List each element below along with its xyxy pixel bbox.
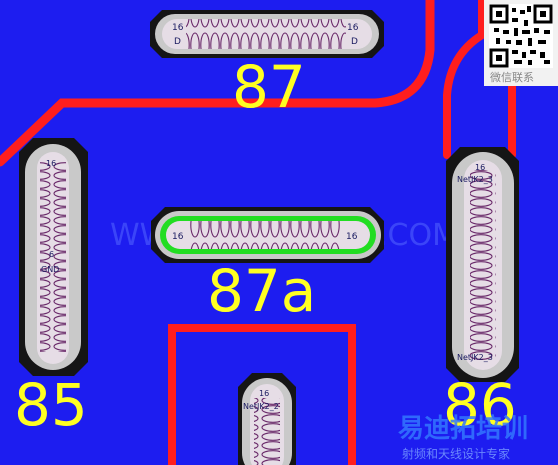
- connector-87-coils: [186, 19, 346, 49]
- pad-label: 16: [346, 232, 358, 242]
- qr-caption: 微信联系: [490, 70, 534, 84]
- pad-label: 16: [172, 23, 184, 33]
- pad-label: GND: [41, 265, 59, 274]
- qr-modules: [494, 6, 550, 65]
- connector-bottom-coils: [254, 398, 280, 465]
- connector-87a-coils: [190, 221, 340, 249]
- designator-87[interactable]: 87: [232, 53, 306, 121]
- qr-finder-icon: [489, 48, 509, 68]
- pad-label: D: [351, 37, 358, 47]
- pad-label: NetJK2_3: [457, 175, 493, 184]
- pad-label: D: [174, 37, 181, 47]
- qr-finder-icon: [489, 4, 509, 24]
- pad-label: 16: [46, 159, 56, 168]
- qr-finder-icon: [533, 4, 553, 24]
- connector-86[interactable]: 16 NetJK2_3 NetJK2_3: [446, 147, 519, 382]
- connector-85[interactable]: 16 6 GND: [19, 138, 88, 376]
- pad-label: 16: [259, 389, 269, 398]
- pad-label: 16: [347, 23, 359, 33]
- logo-title: 易迪拓培训: [398, 414, 528, 444]
- designator-87a[interactable]: 87a: [207, 257, 316, 325]
- designator-85[interactable]: 85: [14, 371, 88, 439]
- designator-86[interactable]: 86: [443, 371, 517, 439]
- pad-label: NetJK2_2: [243, 402, 279, 411]
- trace-top[interactable]: [0, 0, 435, 167]
- trace-bottom-loop[interactable]: [168, 324, 356, 465]
- connector-bottom[interactable]: 16 NetJK2_2: [238, 373, 296, 465]
- connector-85-coils: [40, 162, 66, 352]
- qr-code: 微信联系: [484, 0, 558, 86]
- connector-87a[interactable]: 16 16: [151, 207, 384, 263]
- pad-label: 6: [49, 250, 54, 259]
- connector-86-coils: [470, 170, 496, 360]
- trace-right-inner[interactable]: [443, 0, 486, 159]
- watermark-right: .COM: [378, 218, 458, 253]
- logo-subtitle: 射频和天线设计专家: [402, 446, 510, 461]
- pad-label: 16: [172, 232, 184, 242]
- copper-traces: [0, 0, 516, 465]
- pad-label: 16: [475, 163, 485, 172]
- logo-watermark: 易迪拓培训 射频和天线设计专家: [398, 414, 528, 461]
- pad-label: NetJK2_3: [457, 353, 493, 362]
- connector-87[interactable]: 16 D 16 D: [150, 10, 384, 58]
